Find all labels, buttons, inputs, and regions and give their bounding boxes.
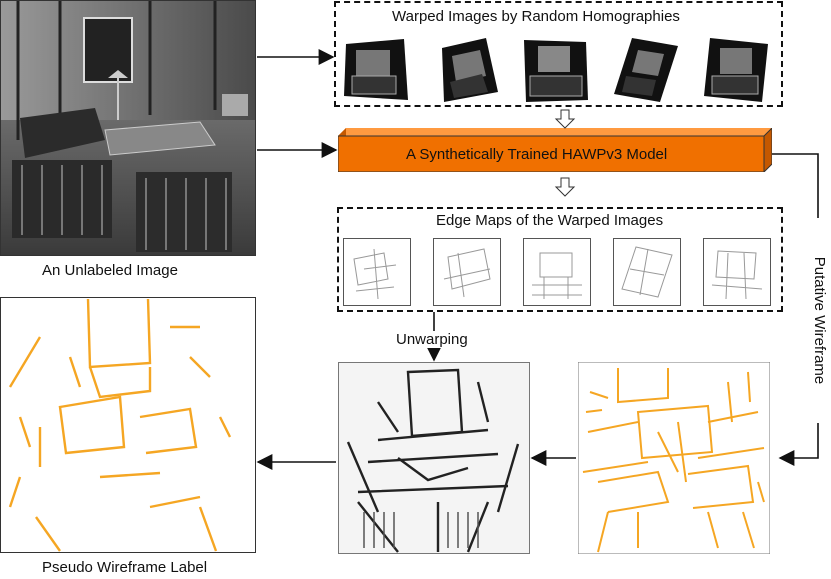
putative-wireframe-text: Putative Wireframe [811,256,828,385]
warped-image-4 [612,36,680,104]
hollow-arrow-1 [554,109,576,129]
pseudo-caption: Pseudo Wireframe Label [42,559,208,576]
warped-images-title: Warped Images by Random Homographies [392,8,680,25]
unlabeled-image-caption: An Unlabeled Image [42,262,178,279]
warped-images-box [334,1,783,107]
hawpv3-model-block [338,128,772,172]
pseudo-wireframe [0,297,256,553]
hollow-arrow-2 [554,177,576,197]
edge-map-4 [613,238,681,306]
edge-maps-title: Edge Maps of the Warped Images [436,212,664,229]
unlabeled-photo [0,0,256,256]
putative-wireframe [578,362,770,554]
putative-wireframe-label: Putative Wireframe [808,218,830,423]
edge-map-3 [523,238,591,306]
unwarped-edge-map [338,362,530,554]
warped-image-2 [432,36,500,104]
warped-image-5 [702,36,770,104]
unwarping-label: Unwarping [394,331,470,348]
warped-image-1 [342,36,410,104]
model-label: A Synthetically Trained HAWPv3 Model [406,146,668,163]
edge-map-1 [343,238,411,306]
warped-image-3 [522,36,590,104]
edge-map-2 [433,238,501,306]
edge-map-5 [703,238,771,306]
